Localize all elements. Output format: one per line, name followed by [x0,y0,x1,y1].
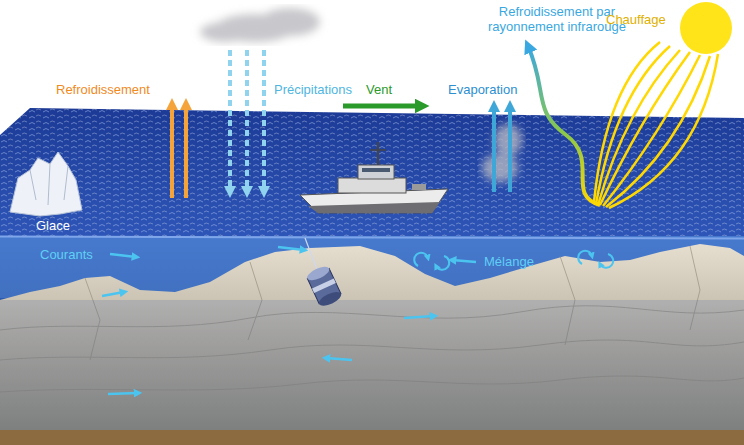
surface-edge [0,237,744,239]
seabed-rock [0,244,744,432]
ice-facets [30,164,68,205]
process-label: Précipitations [274,82,352,97]
rain-cloud [200,8,320,42]
process-label: Vent [366,82,392,97]
research-ship [300,142,448,213]
wave-texture [0,108,744,238]
infrared-arrow [528,46,600,205]
precipitation-arrows [230,50,264,192]
wind-arrow [343,104,422,109]
sun-rays [594,42,718,208]
process-label: Evaporation [448,82,517,97]
feature-label: Glace [36,218,70,233]
sun [680,2,732,54]
water-column [0,236,744,432]
feature-label: Mélange [484,254,534,269]
feature-label: Courants [40,247,93,262]
cooling-arrows [172,104,186,198]
process-label: Refroidissement [56,82,150,97]
current-arrows [102,247,476,394]
deep-water-tint [0,300,744,432]
mixing-swirls [414,251,613,270]
mooring-buoy [305,238,343,308]
evaporation-arrows [494,106,510,192]
seabed-base [0,430,744,445]
ice-block [10,152,82,216]
steam [482,124,522,182]
process-label: Chauffage [606,12,666,27]
sea-surface [0,108,744,238]
